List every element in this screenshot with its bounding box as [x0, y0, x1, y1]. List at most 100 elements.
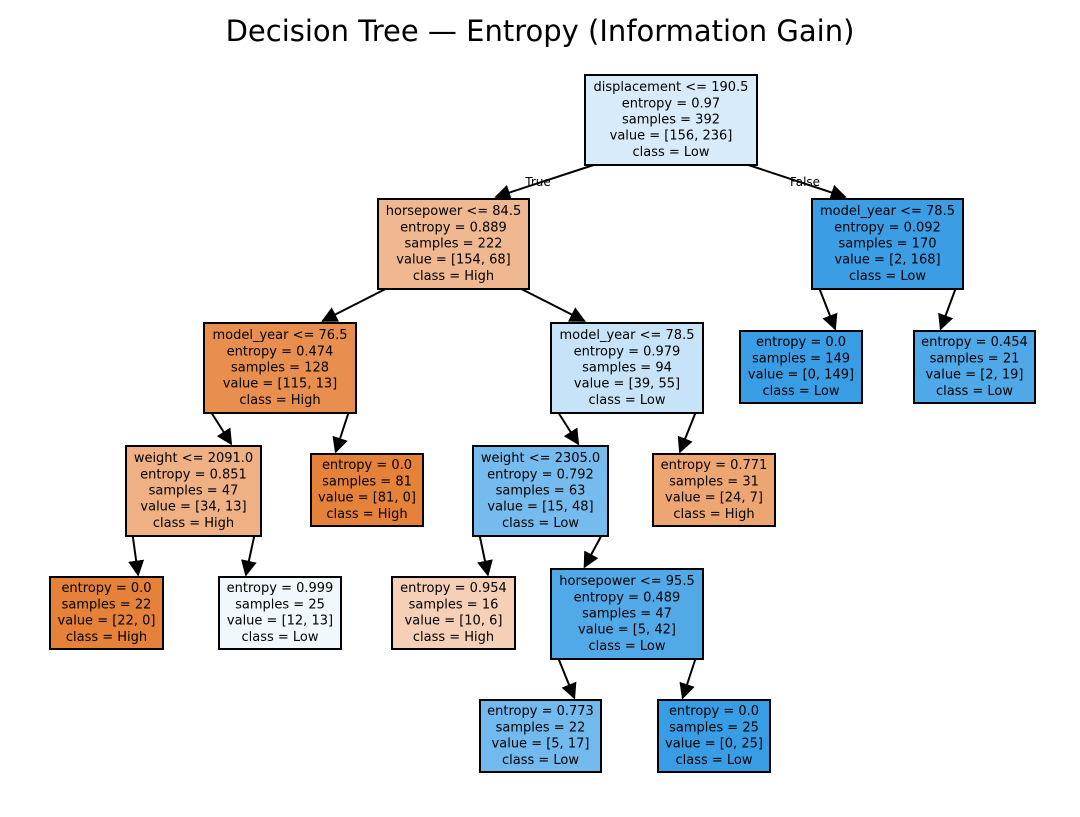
- node-text-line: model_year <= 78.5: [560, 328, 695, 343]
- node-box: [479, 699, 602, 773]
- node-text-line: samples = 170: [838, 237, 936, 252]
- edge-arrow: [321, 288, 387, 322]
- node-text-line: entropy = 0.773: [487, 704, 594, 719]
- node-text-line: value = [2, 168]: [834, 253, 940, 268]
- node-box: [218, 576, 342, 650]
- node-text-line: value = [81, 0]: [318, 491, 416, 506]
- edge-arrow: [938, 288, 957, 331]
- node-box: [472, 445, 609, 537]
- node-text-line: value = [24, 7]: [665, 491, 763, 506]
- node-text-line: model_year <= 76.5: [213, 328, 348, 343]
- node-text-line: displacement <= 190.5: [594, 80, 749, 95]
- node-text-line: class = High: [413, 269, 494, 284]
- node-text-line: class = High: [153, 516, 234, 531]
- node-text-line: value = [115, 13]: [223, 377, 337, 392]
- node-text-line: samples = 222: [404, 237, 502, 252]
- node-text-line: value = [34, 13]: [140, 500, 246, 515]
- node-text-line: samples = 47: [149, 484, 239, 499]
- node-text-line: value = [156, 236]: [610, 129, 733, 144]
- node-text-line: entropy = 0.0: [322, 458, 412, 473]
- node-text-line: weight <= 2305.0: [481, 451, 600, 466]
- node-box: [203, 322, 357, 414]
- node-text-line: entropy = 0.97: [622, 96, 720, 111]
- node-box: [125, 445, 262, 537]
- node-text-line: samples = 25: [669, 720, 759, 735]
- node-text-line: class = High: [673, 507, 754, 522]
- node-text-line: value = [5, 17]: [492, 737, 590, 752]
- node-box: [811, 198, 964, 290]
- edge-arrow: [332, 412, 350, 454]
- edge-label-false: False: [790, 175, 820, 189]
- node-text-line: entropy = 0.489: [574, 590, 681, 605]
- edge-arrow: [818, 288, 838, 331]
- node-box: [739, 330, 863, 404]
- edge-arrow: [677, 412, 697, 454]
- edge-label-true: True: [524, 175, 551, 189]
- node-text-line: value = [15, 48]: [487, 500, 593, 515]
- node-text-line: samples = 81: [322, 474, 412, 489]
- node-text-line: entropy = 0.0: [669, 704, 759, 719]
- node-text-line: class = Low: [675, 753, 752, 768]
- node-box: [913, 330, 1036, 404]
- edge-arrow: [520, 288, 586, 322]
- node-text-line: samples = 149: [752, 351, 850, 366]
- node-box: [49, 576, 164, 650]
- node-text-line: samples = 22: [62, 597, 152, 612]
- node-text-line: entropy = 0.979: [574, 344, 681, 359]
- node-text-line: samples = 31: [669, 474, 759, 489]
- node-box: [652, 453, 776, 527]
- node-text-line: class = High: [239, 393, 320, 408]
- node-text-line: entropy = 0.999: [227, 581, 334, 596]
- node-text-line: entropy = 0.0: [756, 335, 846, 350]
- node-text-line: value = [5, 42]: [578, 623, 676, 638]
- node-text-line: entropy = 0.474: [227, 344, 334, 359]
- node-text-line: entropy = 0.851: [140, 467, 247, 482]
- node-text-line: samples = 16: [409, 597, 499, 612]
- node-text-line: samples = 63: [496, 484, 586, 499]
- node-text-line: value = [154, 68]: [396, 253, 510, 268]
- node-box: [310, 453, 424, 527]
- node-text-line: samples = 25: [235, 597, 325, 612]
- node-text-line: entropy = 0.792: [487, 467, 594, 482]
- node-text-line: class = High: [66, 630, 147, 645]
- edge-arrow: [748, 164, 847, 201]
- node-text-line: value = [12, 13]: [227, 614, 333, 629]
- node-text-line: entropy = 0.454: [921, 335, 1028, 350]
- node-text-line: samples = 47: [582, 607, 672, 622]
- node-text-line: value = [10, 6]: [405, 614, 503, 629]
- edge-arrow: [210, 412, 233, 446]
- node-text-line: value = [2, 19]: [926, 368, 1024, 383]
- node-box: [550, 568, 704, 660]
- node-text-line: weight <= 2091.0: [134, 451, 253, 466]
- node-text-line: class = Low: [632, 145, 709, 160]
- node-text-line: value = [0, 25]: [665, 737, 763, 752]
- node-text-line: class = Low: [849, 269, 926, 284]
- node-text-line: value = [0, 149]: [748, 368, 854, 383]
- node-text-line: class = Low: [502, 753, 579, 768]
- node-text-line: class = Low: [502, 516, 579, 531]
- node-text-line: class = Low: [588, 639, 665, 654]
- node-box: [377, 198, 530, 290]
- edge-arrow: [557, 658, 577, 700]
- node-box: [550, 322, 704, 414]
- node-text-line: class = Low: [936, 384, 1013, 399]
- node-box: [584, 74, 758, 166]
- edges-layer: True False: [128, 164, 957, 700]
